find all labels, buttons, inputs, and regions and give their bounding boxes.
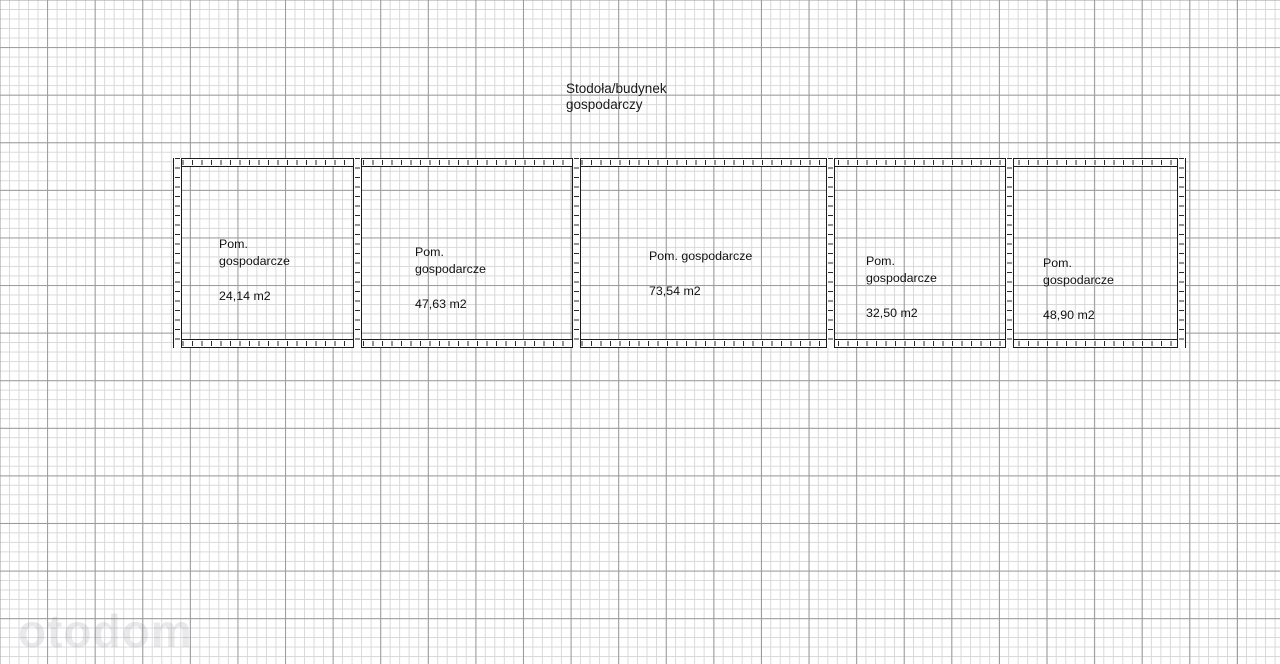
room-name-4: Pom. gospodarcze (866, 253, 937, 286)
partition-wall-3 (826, 158, 835, 348)
room-area-3: 73,54 m2 (649, 283, 701, 298)
room-area-1: 24,14 m2 (219, 289, 271, 304)
watermark: otodom (18, 605, 193, 657)
room-label-3: Pom. gospodarcze 73,54 m2 (649, 230, 752, 318)
exterior-wall-bottom (173, 339, 1186, 348)
exterior-wall-left (173, 158, 182, 348)
room-name-3: Pom. gospodarcze (649, 248, 753, 263)
partition-wall-2 (572, 158, 581, 348)
room-area-5: 48,90 m2 (1043, 308, 1095, 323)
exterior-wall-top (173, 158, 1186, 167)
plan-title: Stodoła/budynek gospodarczy (566, 81, 667, 112)
room-name-2: Pom. gospodarcze (415, 244, 486, 277)
room-label-2: Pom. gospodarcze 47,63 m2 (415, 226, 486, 332)
exterior-wall-right (1177, 158, 1186, 348)
room-name-1: Pom. gospodarcze (219, 236, 290, 269)
room-name-5: Pom. gospodarcze (1043, 255, 1114, 288)
partition-wall-4 (1005, 158, 1014, 348)
room-label-4: Pom. gospodarcze 32,50 m2 (866, 235, 937, 341)
room-label-1: Pom. gospodarcze 24,14 m2 (219, 218, 290, 324)
room-area-4: 32,50 m2 (866, 306, 918, 321)
partition-wall-1 (353, 158, 362, 348)
room-area-2: 47,63 m2 (415, 297, 467, 312)
building-outline (173, 158, 1186, 348)
room-label-5: Pom. gospodarcze 48,90 m2 (1043, 237, 1114, 343)
